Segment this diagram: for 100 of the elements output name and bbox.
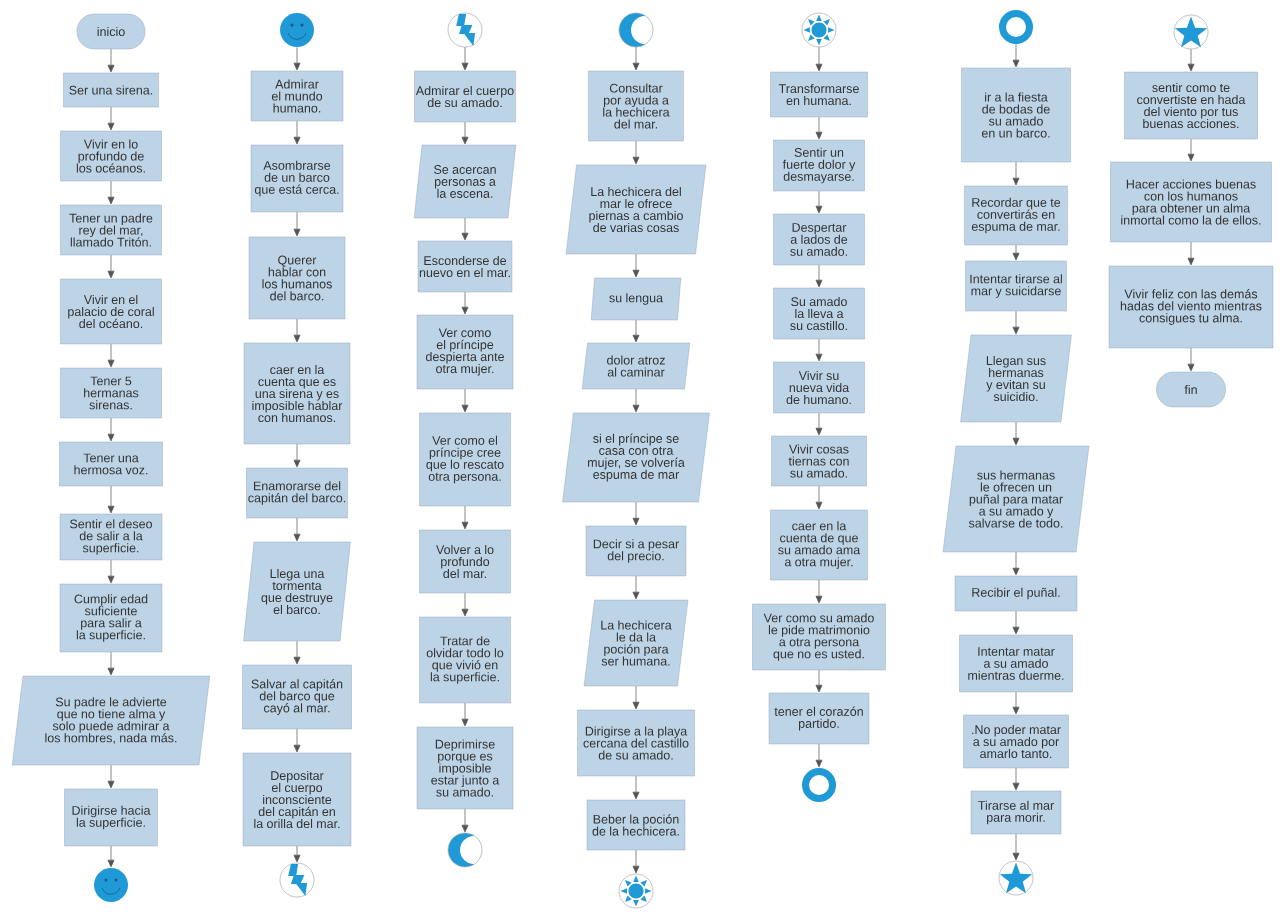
process-box: Cumplir edad suficiente para salir a la superficie. [59,583,163,653]
arrow [815,743,823,768]
star-icon [998,860,1034,896]
arrow [107,651,115,676]
arrow [461,592,469,617]
process-box: Admirar el cuerpo de su amado. [414,70,516,123]
process-box: caer en la cuenta que es una sirena y es imposible hablar con humanos. [243,342,351,445]
process-box: Hacer acciones buenas con los humanos para obtener un alma inmortal como la de ellos. [1110,161,1272,243]
arrow [1012,421,1020,446]
arrow [461,46,469,71]
arrow [815,116,823,140]
star-icon [1173,14,1209,50]
arrow [107,485,115,514]
smiley-icon [94,868,128,902]
arrow [107,106,115,131]
process-box: Consultar por ayuda a la hechicera del mar. [588,70,684,142]
data-parallelogram: sus hermanas le ofrecen un puñal para matar a su amado y salvarse de todo. [942,445,1090,553]
process-box: Tirarse al mar para morir. [970,790,1062,835]
arrow [632,849,640,874]
arrow [461,702,469,727]
arrow [107,764,115,789]
process-box: ir a la fiesta de bodas de su amado en un barco. [961,67,1071,163]
arrow [1012,691,1020,715]
process-box: sentir como te convertiste en hada del viento por tus buenas acciones. [1124,71,1258,140]
process-box: Tener 5 hermanas sirenas. [60,367,162,419]
arrow [107,180,115,205]
process-box: Asombrarse de un barco que está cerca. [250,144,344,213]
data-parallelogram: dolor atroz al caminar [581,342,691,390]
data-parallelogram: Se acercan personas a la escena. [414,144,517,219]
arrow [293,443,301,468]
data-parallelogram: La hechicera del mar le ofrece piernas a cambio de varias cosas [565,164,707,255]
arrow [461,388,469,413]
arrow [107,559,115,584]
arrow [632,685,640,710]
process-box: Dirigirse hacia la superficie. [64,788,158,847]
process-box: Sentir un fuerte dolor y desmayarse. [773,139,865,192]
arrow [1012,161,1020,186]
arrow [293,517,301,542]
arrow [461,121,469,145]
process-box: Vivir cosas tiernas con su amado. [771,435,867,487]
ring-icon [802,768,836,802]
arrow [1012,244,1020,261]
arrow [815,579,823,604]
lightning-icon [279,862,315,898]
process-box: Tratar de olvidar todo lo que vivió en la superficie. [419,616,511,704]
lightning-icon [447,12,483,48]
process-box: Vivir en el palacio de coral del océano. [60,278,162,345]
smiley-icon [280,13,314,47]
process-box: Su amado la lleva a su castillo. [773,287,865,340]
arrow [1012,310,1020,335]
process-box: Salvar al capitán del barco que cayó al mar. [242,664,352,730]
arrow [1012,610,1020,635]
data-parallelogram: Llegan sus hermanas y evitan su suicidio. [960,334,1072,423]
arrow [815,46,823,72]
arrow [293,640,301,665]
arrow [632,388,640,413]
arrow [293,120,301,145]
process-box: Admirar el mundo humano. [250,70,344,122]
arrow [461,808,469,833]
arrow [1187,347,1195,372]
arrow [107,417,115,442]
arrow [815,485,823,510]
data-parallelogram: Llega una tormenta que destruye el barco. [243,541,351,642]
process-box: Transformarse en humana. [770,71,868,118]
arrow [1012,551,1020,576]
arrow [815,190,823,214]
moon-icon [618,12,654,48]
process-box: Beber la poción de la hechicera. [586,799,686,851]
process-box: Vivir su nueva vida de humano. [773,361,865,414]
data-parallelogram: Su padre le advierte que no tiene alma y solo puede admirar a los hombres, nada más. [12,675,210,766]
process-box: Vivir en lo profundo de los océanos. [60,130,162,182]
process-box: Enamorarse del capitán del barco. [246,467,348,519]
arrow [107,343,115,368]
arrow [293,318,301,343]
sun-icon [618,873,654,909]
data-parallelogram: La hechicera le da la poción para ser humana. [583,599,689,687]
process-box: .No poder matar a su amado por amarlo tanto. [963,714,1069,769]
process-box: Intentar matar a su amado mientras duerme. [959,634,1073,693]
arrow [815,264,823,288]
arrow [461,291,469,315]
arrow [293,211,301,237]
arrow [293,728,301,753]
arrow [293,46,301,71]
process-box: Decir si a pesar del precio. [585,525,687,577]
arrow [632,253,640,278]
process-box: Volver a lo profundo del mar. [419,529,511,594]
arrow [461,505,469,530]
arrow [815,669,823,693]
sun-icon [801,12,837,48]
arrow [1012,833,1020,861]
arrow [632,501,640,526]
data-parallelogram: su lengua [590,277,682,321]
arrow [815,412,823,436]
process-box: Tener una hermosa voz. [59,441,163,487]
arrow [1187,48,1195,72]
process-box: Sentir el deseo de salir a la superficie. [59,513,163,561]
process-box: Depositar el cuerpo inconsciente del capitán en la orilla del mar. [242,752,352,847]
process-box: tener el corazón partido. [768,692,870,745]
process-box: Intentar tirarse al mar y suicidarse [965,260,1067,312]
moon-icon [447,832,483,868]
